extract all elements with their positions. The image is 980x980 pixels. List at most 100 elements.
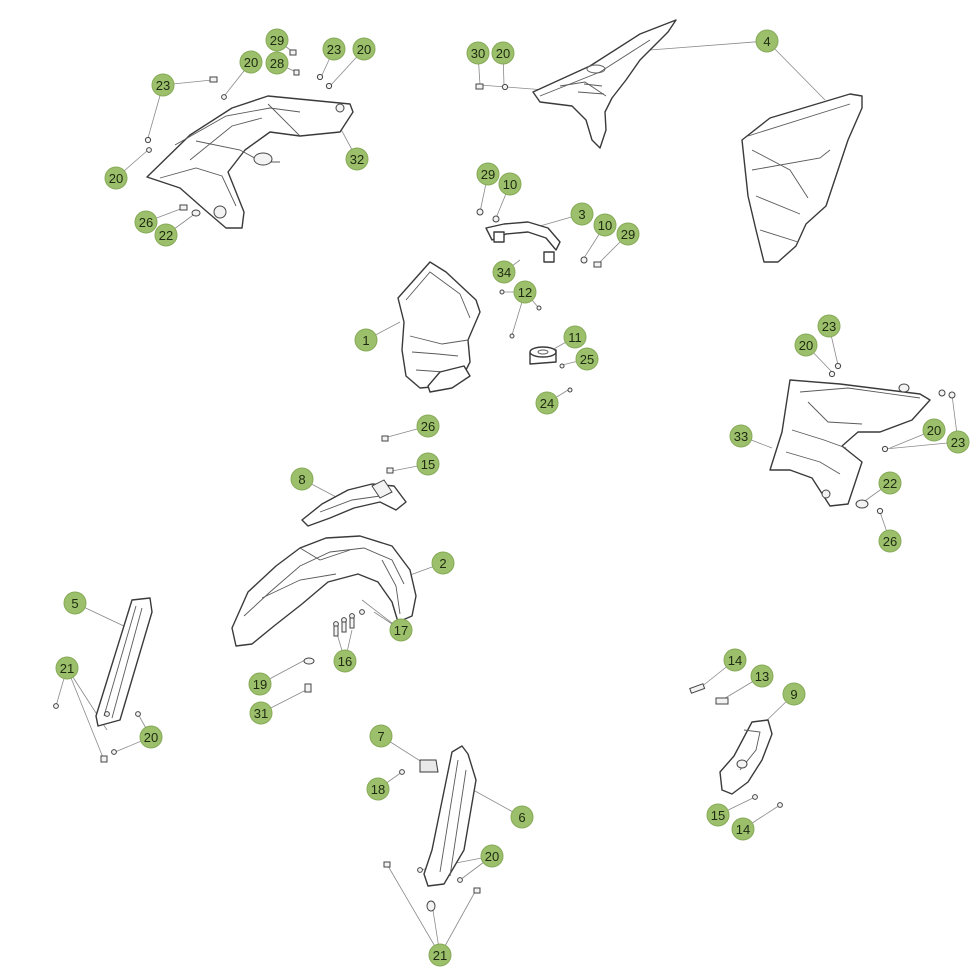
callout-20: 20 — [352, 37, 376, 61]
callout-20: 20 — [480, 844, 504, 868]
callout-marker — [265, 51, 289, 75]
callout-marker — [369, 724, 393, 748]
callout-28: 28 — [265, 51, 289, 75]
callout-marker — [134, 210, 158, 234]
callout-marker — [431, 551, 455, 575]
callout-26: 26 — [878, 529, 902, 553]
callout-31: 31 — [249, 701, 273, 725]
callout-number: 14 — [728, 653, 742, 668]
callout-number: 25 — [580, 352, 594, 367]
callout-marker — [154, 223, 178, 247]
callout-number: 31 — [254, 706, 268, 721]
callout-11: 11 — [563, 325, 587, 349]
callout-number: 20 — [799, 338, 813, 353]
callout-number: 11 — [568, 330, 582, 345]
callout-number: 14 — [736, 822, 750, 837]
callout-17: 17 — [389, 618, 413, 642]
callout-number: 3 — [578, 207, 585, 222]
callout-marker — [249, 701, 273, 725]
callout-number: 20 — [927, 423, 941, 438]
callout-number: 29 — [621, 227, 635, 242]
callout-marker — [466, 41, 490, 65]
callout-marker — [248, 672, 272, 696]
callout-number: 17 — [394, 623, 408, 638]
callout-marker — [878, 529, 902, 553]
callout-number: 33 — [734, 429, 748, 444]
callout-marker — [480, 844, 504, 868]
callout-number: 10 — [503, 177, 517, 192]
callout-number: 15 — [711, 808, 725, 823]
callout-number: 20 — [244, 55, 258, 70]
callout-10: 10 — [593, 213, 617, 237]
callout-marker — [946, 430, 970, 454]
callout-3: 3 — [570, 202, 594, 226]
callout-number: 5 — [71, 596, 78, 611]
callout-marker — [750, 664, 774, 688]
callout-5: 5 — [63, 591, 87, 615]
callout-marker — [265, 28, 289, 52]
front-fender — [231, 535, 417, 693]
callout-number: 29 — [481, 167, 495, 182]
callout-marker — [389, 618, 413, 642]
callout-13: 13 — [750, 664, 774, 688]
callout-22: 22 — [878, 471, 902, 495]
callout-2: 2 — [431, 551, 455, 575]
callout-number: 24 — [540, 396, 554, 411]
callout-number: 18 — [371, 782, 385, 797]
callout-marker — [729, 424, 753, 448]
callout-20: 20 — [139, 725, 163, 749]
callout-number: 23 — [951, 435, 965, 450]
callout-20: 20 — [922, 418, 946, 442]
callout-marker — [290, 467, 314, 491]
callout-marker — [63, 591, 87, 615]
callout-marker — [510, 805, 534, 829]
callout-number: 2 — [439, 556, 446, 571]
callout-number: 23 — [822, 319, 836, 334]
callout-number: 4 — [763, 34, 770, 49]
callout-number: 15 — [421, 457, 435, 472]
callout-marker — [593, 213, 617, 237]
callout-15: 15 — [706, 803, 730, 827]
callout-24: 24 — [535, 391, 559, 415]
callout-marker — [794, 333, 818, 357]
callout-marker — [104, 166, 128, 190]
callout-26: 26 — [416, 414, 440, 438]
callout-marker — [723, 648, 747, 672]
headlight-bracket — [476, 208, 602, 268]
callout-marker — [535, 391, 559, 415]
callout-marker — [428, 943, 452, 967]
callout-marker — [922, 418, 946, 442]
callout-number: 21 — [433, 948, 447, 963]
callout-marker — [782, 682, 806, 706]
callout-marker — [416, 452, 440, 476]
callout-4: 4 — [755, 29, 779, 53]
callout-33: 33 — [729, 424, 753, 448]
callout-6: 6 — [510, 805, 534, 829]
callout-marker — [513, 280, 537, 304]
callout-number: 12 — [518, 285, 532, 300]
callout-marker — [139, 725, 163, 749]
callout-number: 20 — [109, 171, 123, 186]
callout-number: 28 — [270, 56, 284, 71]
callout-15: 15 — [416, 452, 440, 476]
callout-1: 1 — [354, 328, 378, 352]
callout-marker — [731, 817, 755, 841]
headlight-mask — [397, 261, 542, 393]
callout-23: 23 — [151, 73, 175, 97]
callout-number: 16 — [338, 654, 352, 669]
callout-marker — [239, 50, 263, 74]
callout-34: 34 — [492, 260, 516, 284]
callout-marker — [366, 777, 390, 801]
callout-number: 26 — [139, 215, 153, 230]
callout-number: 9 — [790, 687, 797, 702]
callout-8: 8 — [290, 467, 314, 491]
callout-number: 23 — [327, 42, 341, 57]
callout-7: 7 — [369, 724, 393, 748]
callout-marker — [755, 29, 779, 53]
callout-10: 10 — [498, 172, 522, 196]
callout-number: 10 — [598, 218, 612, 233]
callout-18: 18 — [366, 777, 390, 801]
callout-marker — [492, 260, 516, 284]
callout-25: 25 — [575, 347, 599, 371]
